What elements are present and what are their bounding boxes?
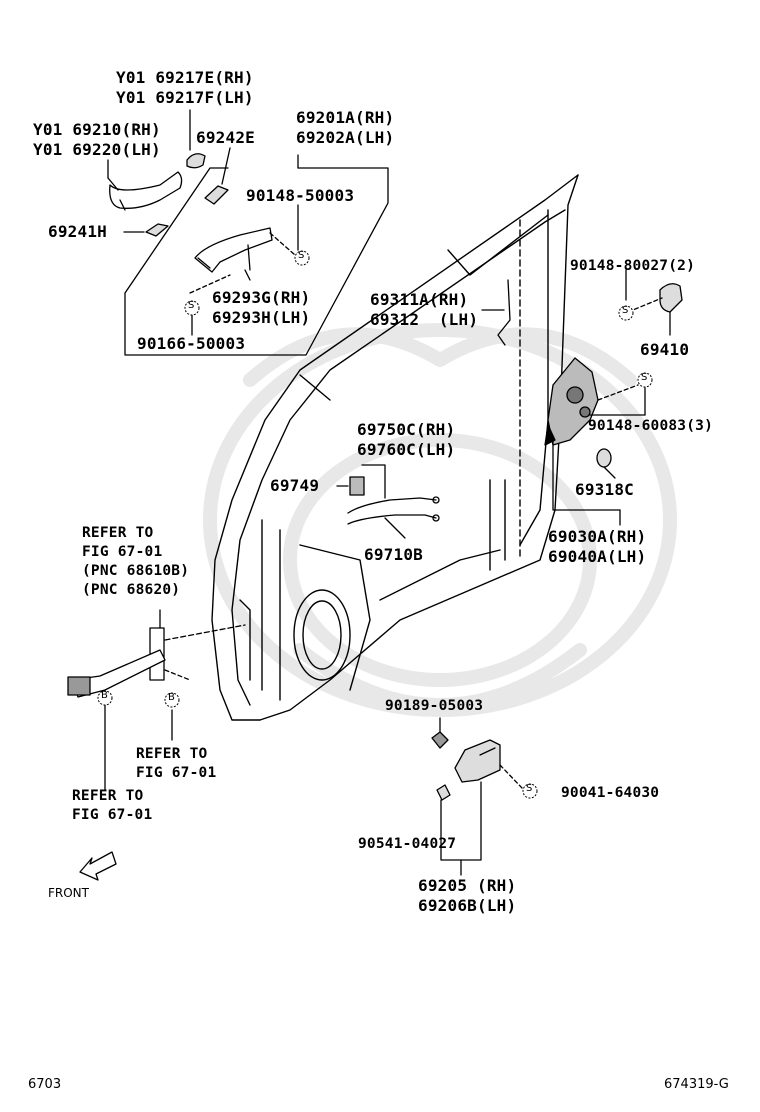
label-clip-69749: 69749 [270,476,320,495]
label-lock-rh: 69030A(RH) [548,527,647,546]
refer-b-line-2: FIG 67-01 [136,765,217,781]
label-cable-69750c: 69750C(RH) [357,420,456,439]
label-rod-lh: 69293H(LH) [212,308,311,327]
label-handle-cover-lh: Y01 69217F(LH) [116,88,254,107]
label-rod-rh: 69293G(RH) [212,288,311,307]
label-pin-90541: 90541-04027 [358,836,457,852]
label-rod-69312: 69312 (LH) [370,310,479,329]
label-handle-rh: Y01 69210(RH) [33,120,161,139]
label-cable-69710b: 69710B [364,545,423,564]
front-arrow [79,851,117,881]
label-screw-90148-50003: 90148-50003 [246,186,355,205]
label-frame-rh: 69201A(RH) [296,108,395,127]
screw-marker-1: S [298,250,305,261]
screw-marker-3: S [622,305,629,316]
cables [347,496,440,525]
outside-handle [109,171,183,211]
label-handle-cover-rh: Y01 69217E(RH) [116,68,254,87]
label-striker-69410: 69410 [640,340,690,359]
label-clip-90189: 90189-05003 [385,698,484,714]
label-lock-lh: 69040A(LH) [548,547,647,566]
screw-marker-2: S [188,300,195,311]
door-frame [211,174,579,721]
door-lock-assembly [544,357,599,446]
label-screw-90041: 90041-64030 [561,785,660,801]
handle-frame [194,227,273,273]
clip-90189 [431,731,449,749]
handle-cover [186,153,206,169]
refer-c-line-2: FIG 67-01 [72,807,153,823]
label-screw-90148-60083: 90148-60083(3) [588,418,714,434]
refer-a-line-3: (PNC 68610B) [82,563,190,579]
clip-69749 [349,476,365,496]
label-pad-69241h: 69241H [48,222,107,241]
label-rod-69311a: 69311A(RH) [370,290,469,309]
refer-a-line-2: FIG 67-01 [82,544,163,560]
label-pad-69242e: 69242E [196,128,255,147]
bolt-marker-2: B [168,692,175,703]
bolt-marker-1: B [101,690,108,701]
diagram-code: 674319-G [664,1077,729,1092]
screw-marker-4: S [641,372,648,383]
label-cover-69318c: 69318C [575,480,634,499]
watermark-emblem [203,323,677,717]
label-handle-lh: Y01 69220(LH) [33,140,161,159]
refer-c-line-1: REFER TO [72,788,144,804]
label-cable-69760c: 69760C(LH) [357,440,456,459]
inside-handle [454,739,501,783]
striker [659,283,683,313]
pad-69242e [204,185,229,205]
frame-group-box [124,167,389,356]
label-screw-90148-80027: 90148-80027(2) [570,258,696,274]
refer-a-line-4: (PNC 68620) [82,582,181,598]
screw-marker-5: S [526,783,533,794]
label-frame-lh: 69202A(LH) [296,128,395,147]
refer-b-line-1: REFER TO [136,746,208,762]
label-inner-handle-lh: 69206B(LH) [418,896,517,915]
front-label: FRONT [48,886,89,900]
door-check [67,627,166,698]
page-number: 6703 [28,1077,62,1092]
label-screw-90166-50003: 90166-50003 [137,334,246,353]
pin-90541 [436,784,451,801]
label-inner-handle-rh: 69205 (RH) [418,876,517,895]
refer-a-line-1: REFER TO [82,525,154,541]
pad-69241h [145,223,169,237]
